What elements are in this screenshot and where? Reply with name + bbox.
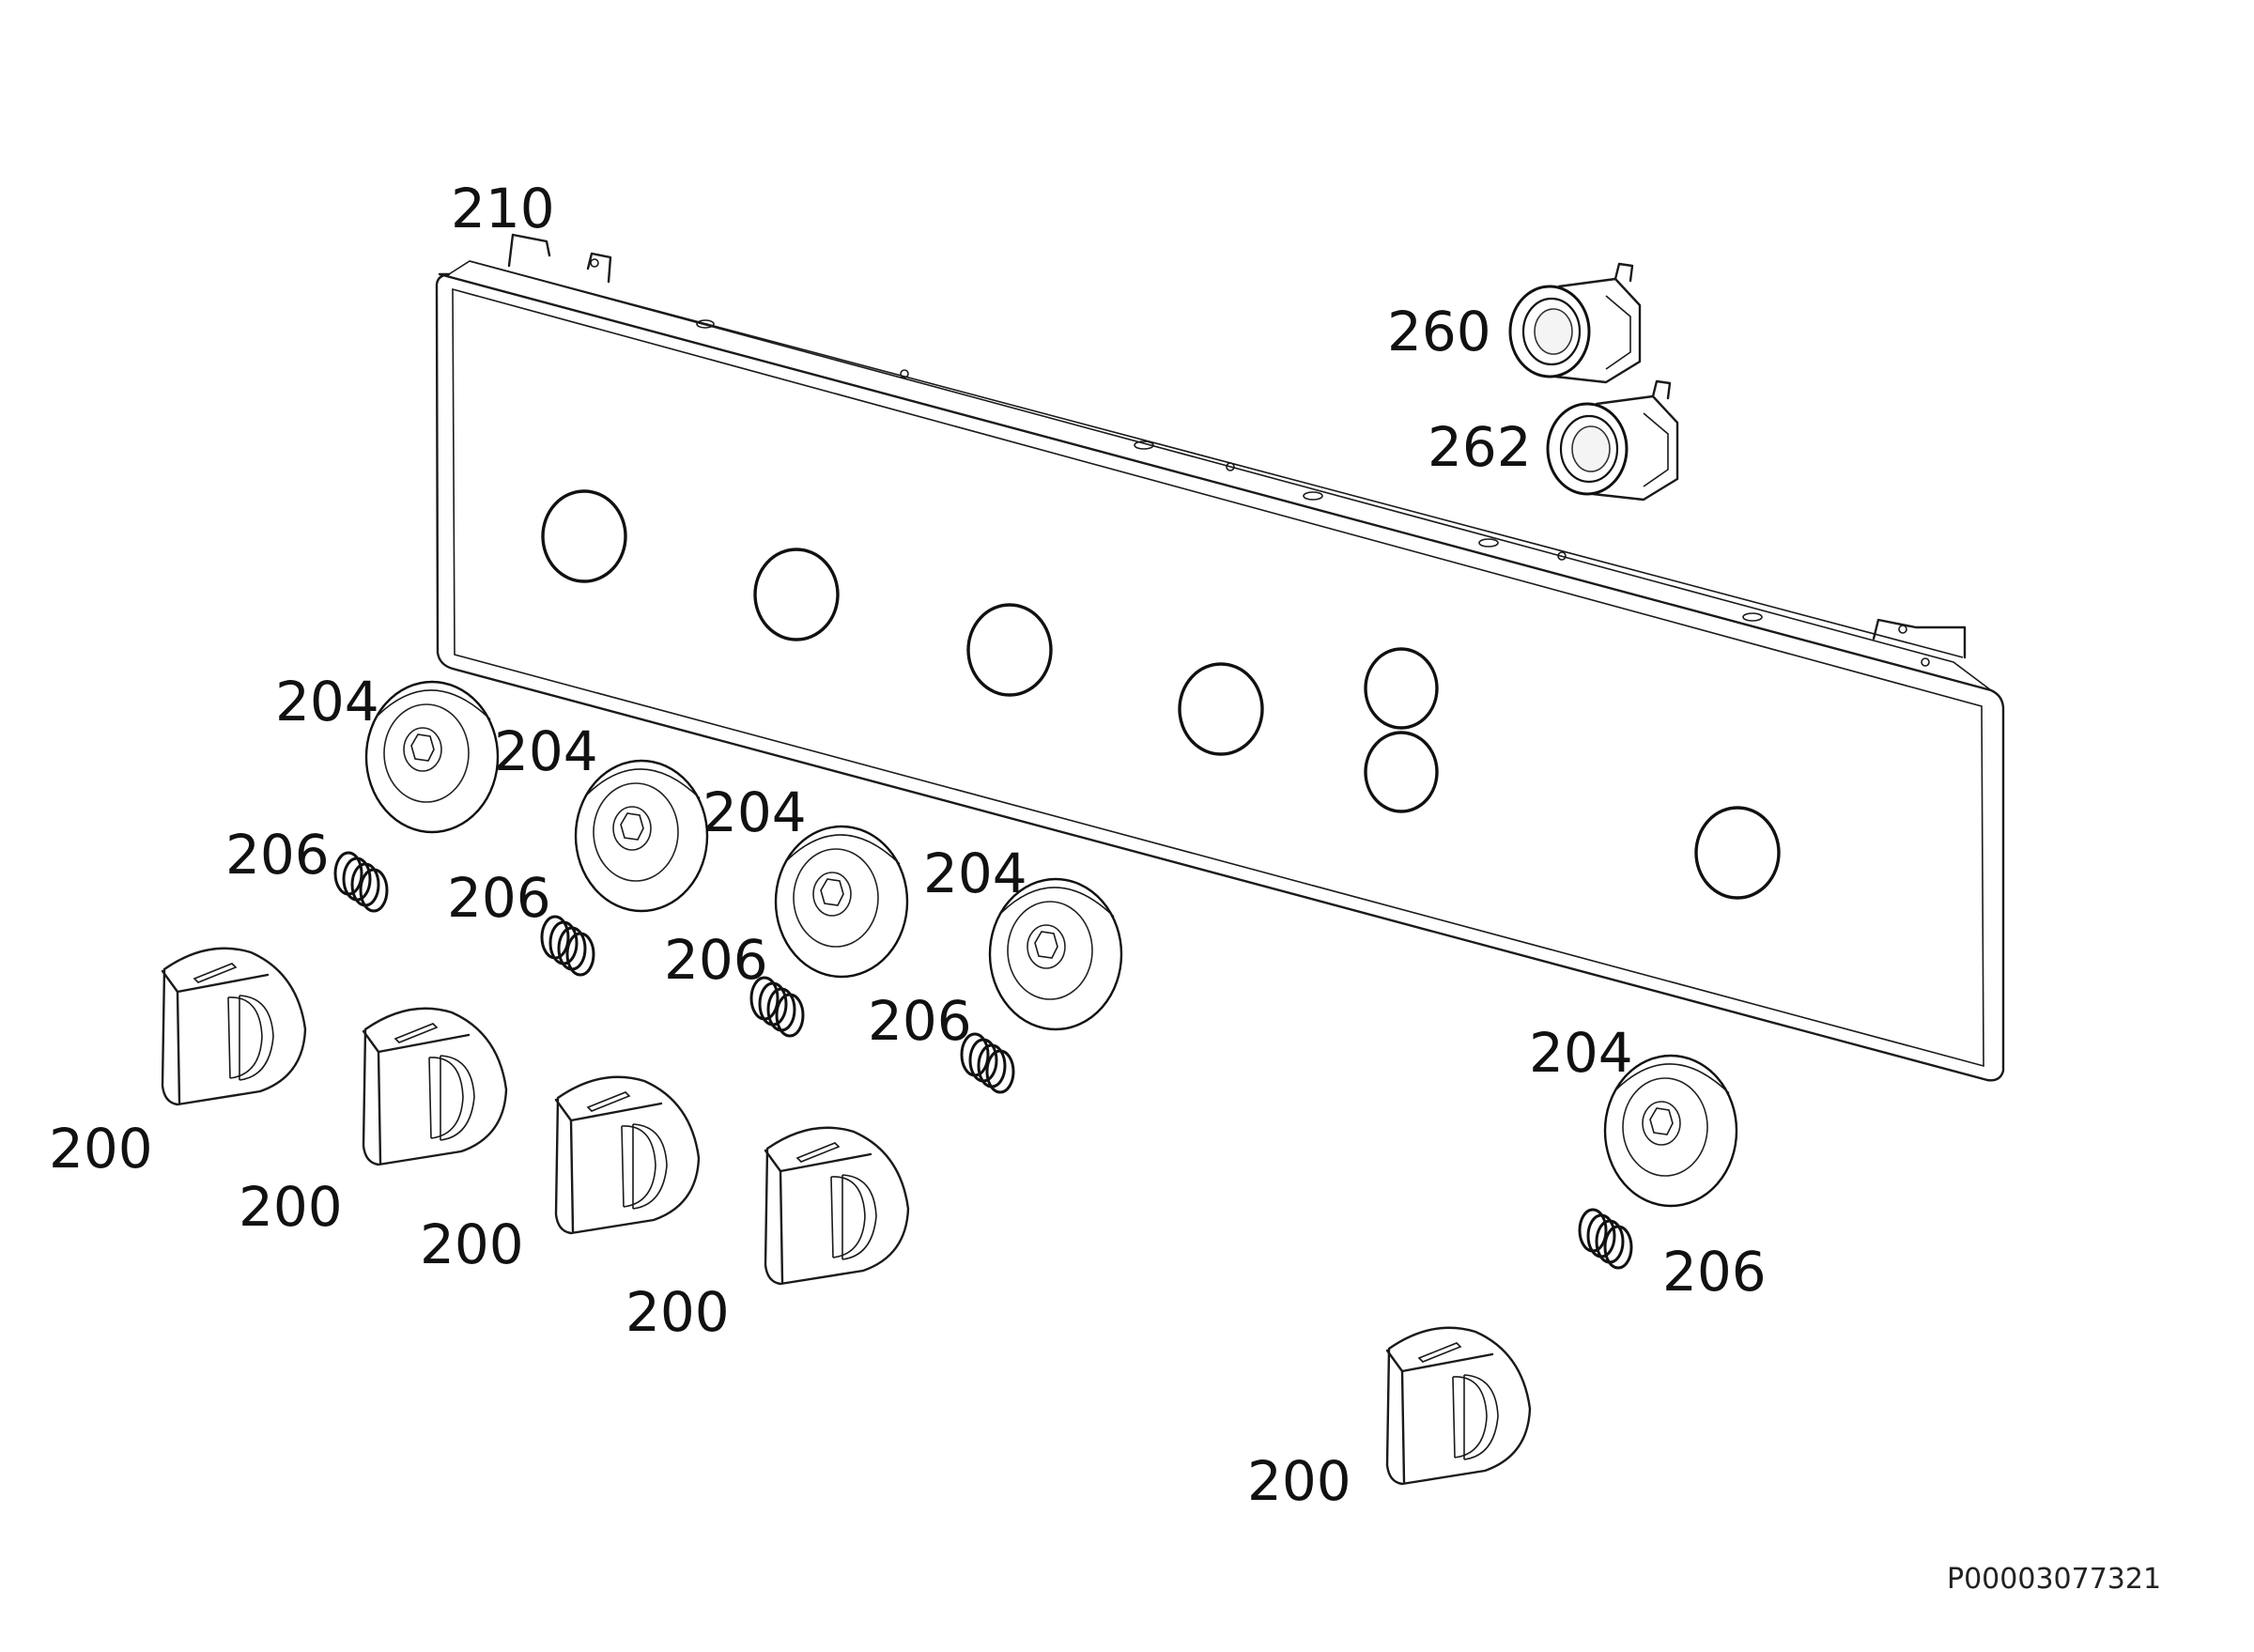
- control-knob-collar: [364, 680, 500, 834]
- document-id: P00003077321: [1947, 1563, 2161, 1596]
- part-label-204: 204: [1529, 1021, 1633, 1085]
- part-label-204: 204: [494, 719, 598, 783]
- control-panel: [435, 233, 2005, 1082]
- part-label-204: 204: [923, 841, 1027, 905]
- part-label-206: 206: [868, 989, 972, 1053]
- part-label-200: 200: [420, 1212, 524, 1276]
- control-knob: [1385, 1326, 1532, 1486]
- part-label-206: 206: [225, 823, 330, 887]
- control-knob: [554, 1075, 701, 1235]
- indicator-lamp-262: [1546, 379, 1679, 502]
- control-knob: [161, 947, 307, 1106]
- part-label-200: 200: [1247, 1449, 1351, 1513]
- part-label-200: 200: [49, 1117, 153, 1181]
- indicator-lamp-260: [1508, 262, 1642, 384]
- part-label-206: 206: [664, 928, 768, 992]
- part-label-200: 200: [239, 1175, 343, 1239]
- part-label-262: 262: [1428, 415, 1532, 479]
- control-knob: [362, 1007, 508, 1166]
- part-label-204: 204: [275, 670, 379, 733]
- knob-spring: [333, 851, 389, 913]
- control-knob: [764, 1126, 910, 1286]
- part-label-206: 206: [1662, 1240, 1767, 1304]
- part-label-260: 260: [1387, 300, 1491, 363]
- part-label-200: 200: [625, 1280, 730, 1344]
- part-label-204: 204: [702, 780, 807, 844]
- part-label-206: 206: [447, 866, 551, 930]
- knob-spring: [1578, 1208, 1633, 1270]
- control-knob-collar: [774, 825, 909, 979]
- control-knob-collar: [574, 759, 709, 913]
- part-label-210: 210: [451, 177, 555, 240]
